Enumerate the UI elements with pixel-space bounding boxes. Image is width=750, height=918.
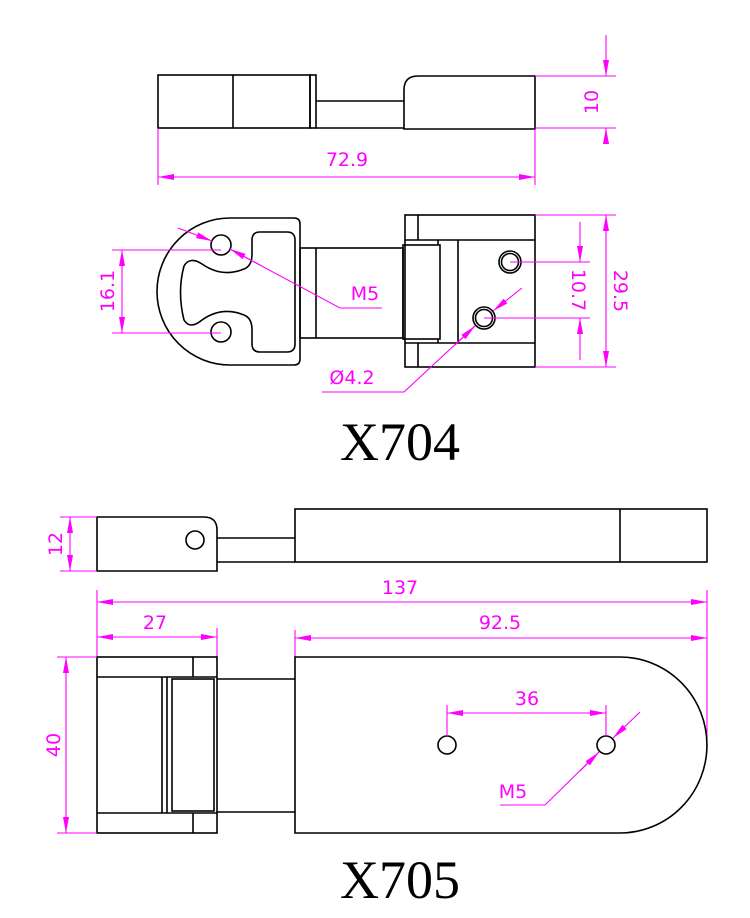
x704-dimension-height: 10 [535, 35, 616, 144]
x705-dimension-height: 12 [45, 516, 97, 572]
dimension-label: 10.7 [567, 269, 589, 311]
x705-leader-thread: M5 [499, 711, 641, 806]
x705-dimension-hole-spacing: 36 [446, 688, 607, 736]
x705-plan-view [96, 656, 708, 834]
dimension-label: 137 [382, 577, 418, 599]
x704-leader-thread: M5 [177, 227, 382, 309]
x704-plan-view [156, 214, 536, 368]
mounting-hole [437, 735, 457, 755]
dimension-label: 40 [43, 733, 65, 757]
model-title-x705: X705 [340, 850, 460, 910]
x705-dimension-plate-length: 92.5 [294, 612, 707, 657]
x705-dimension-length: 137 [96, 577, 708, 745]
x705-dimension-hinge-length: 27 [97, 612, 218, 657]
x704-dimension-hole-spacing-left: 16.1 [97, 249, 221, 334]
x704-leader-hole-diameter: Ø4.2 [322, 287, 523, 393]
mounting-hole [210, 321, 232, 343]
dimension-label: 36 [515, 688, 539, 710]
mounting-hole [210, 234, 232, 256]
dimension-label: 72.9 [326, 149, 368, 171]
x704-dimension-width: 29.5 [535, 214, 631, 368]
x704-dimension-length: 72.9 [157, 128, 536, 185]
dimension-label: M5 [351, 283, 379, 305]
x705-dimension-width: 40 [43, 656, 97, 834]
dimension-label: M5 [499, 781, 527, 803]
mounting-hole [596, 735, 616, 755]
dimension-label: 29.5 [609, 270, 631, 312]
dimension-label: 12 [45, 532, 67, 556]
dimension-label: 92.5 [479, 612, 521, 634]
x704-side-view [157, 74, 536, 130]
dimension-label: 10 [581, 90, 603, 114]
model-title-x704: X704 [340, 412, 460, 472]
dimension-label: Ø4.2 [329, 367, 374, 389]
pin-hole [185, 530, 205, 550]
dimension-label: 27 [143, 612, 167, 634]
x704-dimension-hole-spacing-right: 10.7 [484, 222, 590, 360]
x705-side-view [96, 508, 708, 572]
dimension-label: 16.1 [97, 270, 119, 312]
